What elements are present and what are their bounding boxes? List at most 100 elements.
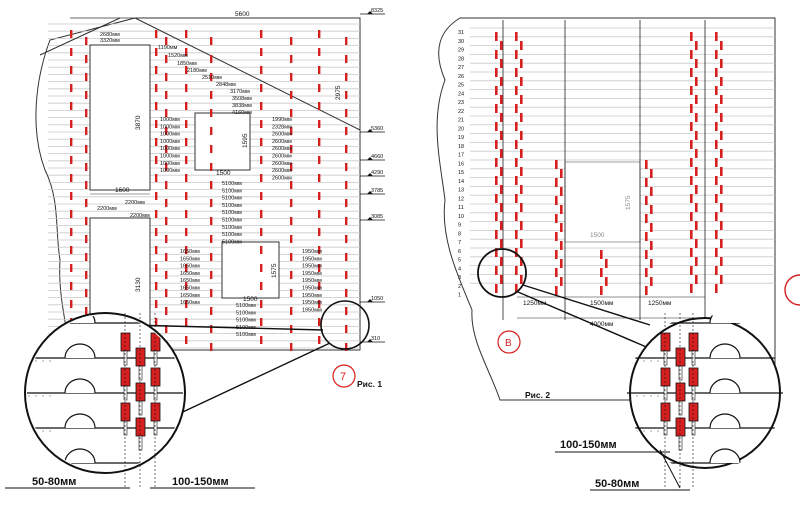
row-number: 5 (458, 258, 461, 264)
dowel-detail (135, 347, 146, 367)
dowel (560, 169, 563, 178)
size-label: 2328мм (272, 124, 292, 130)
dowel (260, 192, 263, 200)
dowel-detail (688, 367, 699, 387)
dowel (185, 84, 188, 92)
dowel (500, 77, 503, 86)
row-number: 17 (458, 153, 464, 159)
row-number: 1 (458, 293, 461, 299)
dowel (165, 307, 168, 315)
dowel (500, 95, 503, 104)
size-label: 5100мм (222, 225, 242, 231)
dowel (650, 169, 653, 178)
dowel (210, 163, 213, 171)
dowel (515, 140, 518, 149)
dowel (515, 32, 518, 41)
dowel (720, 95, 723, 104)
dowel (85, 55, 88, 63)
row-number: 20 (458, 126, 464, 132)
dowel (70, 300, 73, 308)
dowel-detail (120, 367, 131, 387)
dowel (210, 271, 213, 279)
dowel (70, 156, 73, 164)
size-label: 1950мм (302, 271, 322, 277)
size-label: 1950мм (302, 307, 322, 313)
sill-label-2: 2200мм (97, 206, 117, 212)
dim-overall-width: 5600 (235, 11, 250, 18)
dim-win-mid-height: 1595 (242, 133, 249, 148)
dowel (695, 149, 698, 158)
row-number: 22 (458, 109, 464, 115)
row-number: 3 (458, 275, 461, 281)
detail-circle-fig2 (627, 313, 783, 488)
dowel (318, 120, 321, 128)
size-label: 5100мм (222, 203, 242, 209)
dowel (520, 131, 523, 140)
dowel (318, 210, 321, 218)
dowel (155, 156, 158, 164)
dowel (210, 307, 213, 315)
dowel (560, 277, 563, 286)
row-number: 25 (458, 83, 464, 89)
dowel (165, 55, 168, 63)
gable-labels: 2680мм3320мм1190мм1520мм1850мм2180мм2510… (100, 32, 252, 116)
dowel (520, 41, 523, 50)
dowel (515, 248, 518, 257)
dowel (495, 140, 498, 149)
dowel (85, 163, 88, 171)
dowel (185, 156, 188, 164)
dowel (560, 187, 563, 196)
dowel (155, 228, 158, 236)
dowel (185, 192, 188, 200)
gable-label: 2848мм (216, 82, 236, 88)
row-number: 15 (458, 170, 464, 176)
row-number: 8 (458, 231, 461, 237)
dowel (645, 196, 648, 205)
dowel (650, 259, 653, 268)
row-number: 12 (458, 196, 464, 202)
dowel (495, 230, 498, 239)
dowel (85, 145, 88, 153)
size-label: 5100мм (222, 210, 242, 216)
dowel (260, 228, 263, 236)
dowel (290, 253, 293, 261)
row-number: 27 (458, 65, 464, 71)
row-number: 18 (458, 144, 464, 150)
dowel (555, 160, 558, 169)
figure-2: 3130292827262524232221201918171615141312… (436, 17, 800, 491)
window-mid (194, 112, 251, 171)
row-number: 28 (458, 56, 464, 62)
size-label: 5100мм (222, 181, 242, 187)
dowel (650, 277, 653, 286)
dowel (290, 289, 293, 297)
dowel (515, 212, 518, 221)
level-label: 3085 (371, 214, 383, 220)
dowel (210, 181, 213, 189)
dowel (185, 48, 188, 56)
dowel (290, 163, 293, 171)
dowel (720, 257, 723, 266)
size-label: 5100мм (222, 188, 242, 194)
size-label: 1950мм (302, 249, 322, 255)
dowel (70, 192, 73, 200)
size-label: 5100мм (236, 303, 256, 309)
dim-fig2-window-width: 1500 (590, 232, 605, 239)
dowel (290, 217, 293, 225)
dowel (715, 32, 718, 41)
gable-label: 2180мм (187, 68, 207, 74)
dowel (500, 221, 503, 230)
dowel (715, 212, 718, 221)
dowel (155, 120, 158, 128)
dowel (318, 300, 321, 308)
dowel (515, 122, 518, 131)
dowel (500, 257, 503, 266)
dowel (165, 235, 168, 243)
size-label: 1650мм (180, 271, 200, 277)
size-label: 2600мм (272, 168, 292, 174)
row-number: 11 (458, 205, 464, 211)
dowel (605, 259, 608, 268)
dowel (555, 196, 558, 205)
size-label: 1650мм (180, 300, 200, 306)
left-1650-labels: 1650мм1650мм1650мм1650мм1650мм1650мм1650… (180, 249, 200, 306)
